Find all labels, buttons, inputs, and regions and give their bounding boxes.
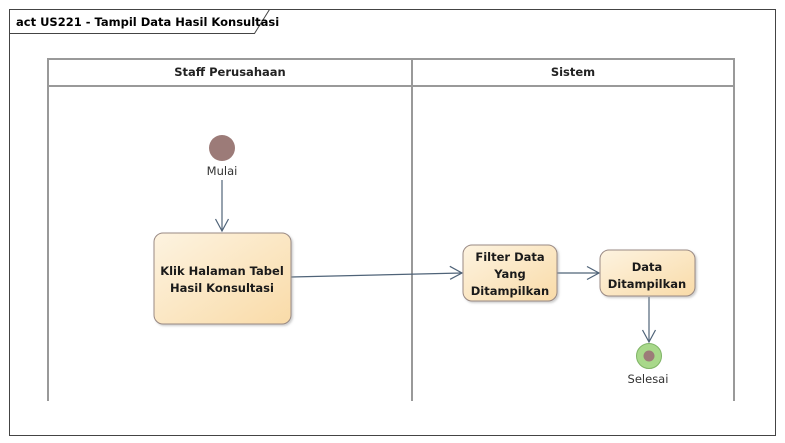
action-data-ditampilkan-line-1: Data [632, 260, 663, 274]
frame-title: act US221 - Tampil Data Hasil Konsultasi [16, 15, 279, 29]
flow-data-to-end-arrowhead [641, 329, 657, 344]
action-filter-data-line-2: Yang [493, 267, 525, 281]
flow-filter-to-data-arrowhead [586, 265, 601, 281]
lane-staff-header [47, 58, 413, 87]
lane-title-staff: Staff Perusahaan [174, 65, 285, 79]
action-filter-data: Filter Data Yang Ditampilkan [462, 244, 558, 302]
final-node-center [643, 350, 655, 362]
final-node-label: Selesai [628, 372, 669, 386]
action-klik-halaman-line-1: Klik Halaman Tabel [160, 264, 284, 278]
action-klik-halaman-line-2: Hasil Konsultasi [170, 281, 274, 295]
flow-klik-to-filter-arrowhead [449, 265, 464, 280]
final-node [636, 343, 662, 369]
lane-title-sistem: Sistem [551, 65, 595, 79]
flow-start-to-klik-arrowhead [214, 218, 230, 233]
control-flows [214, 180, 657, 344]
flow-klik-to-filter [290, 272, 463, 278]
action-klik-halaman: Klik Halaman Tabel Hasil Konsultasi [153, 232, 292, 325]
action-data-ditampilkan: Data Ditampilkan [599, 249, 696, 297]
action-data-ditampilkan-box [599, 249, 696, 297]
swimlanes: Staff Perusahaan Sistem [47, 58, 735, 401]
action-data-ditampilkan-line-2: Ditampilkan [608, 277, 686, 291]
lane-sistem-header [411, 58, 735, 87]
initial-node-label: Mulai [207, 164, 238, 178]
action-filter-data-line-1: Filter Data [475, 250, 544, 264]
initial-node [209, 135, 235, 161]
action-filter-data-box [462, 244, 558, 302]
action-filter-data-line-3: Ditampilkan [471, 284, 549, 298]
frame-title-tab [9, 9, 270, 34]
action-klik-halaman-box [153, 232, 292, 325]
